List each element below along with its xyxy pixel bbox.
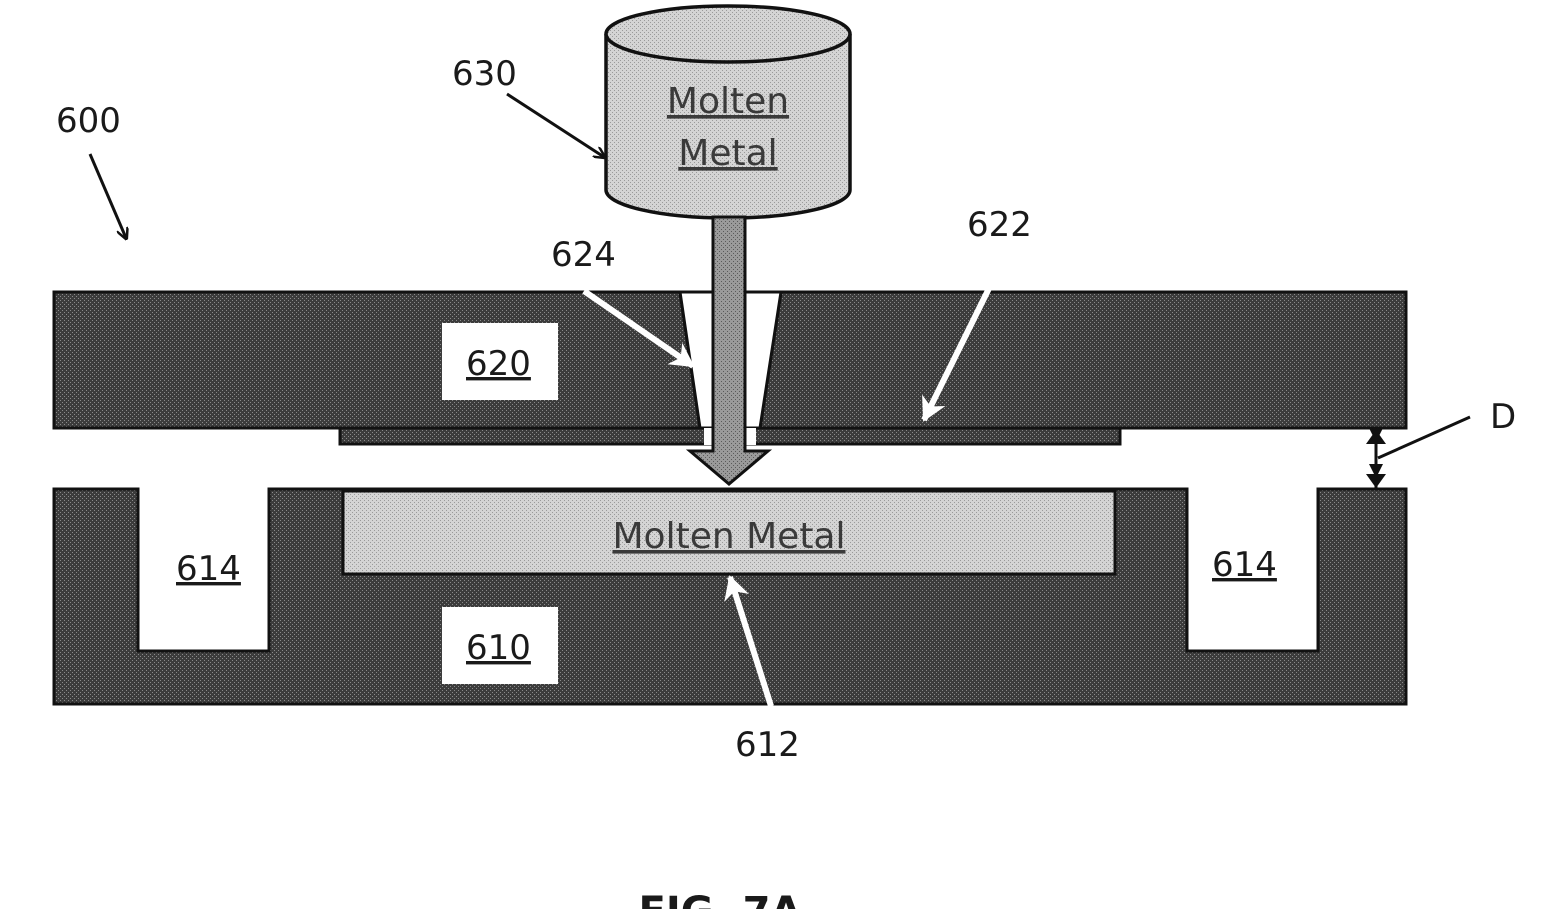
crucible-text-line2: Metal: [678, 133, 777, 174]
cavity-text: Molten Metal: [613, 516, 846, 557]
label-614-right: 614: [1212, 545, 1277, 585]
label-622: 622: [967, 205, 1032, 245]
label-630: 630: [452, 54, 517, 94]
label-624: 624: [551, 235, 616, 275]
label-620: 620: [466, 344, 531, 384]
label-d: D: [1490, 397, 1516, 437]
label-610: 610: [466, 628, 531, 668]
crucible-text-line1: Molten: [667, 81, 789, 122]
label-600: 600: [56, 101, 121, 141]
label-614-left: 614: [176, 549, 241, 589]
label-612: 612: [735, 725, 800, 765]
figure-caption: FIG. 7A: [639, 889, 802, 909]
leader-630: [507, 94, 604, 157]
leader-600: [90, 154, 126, 238]
